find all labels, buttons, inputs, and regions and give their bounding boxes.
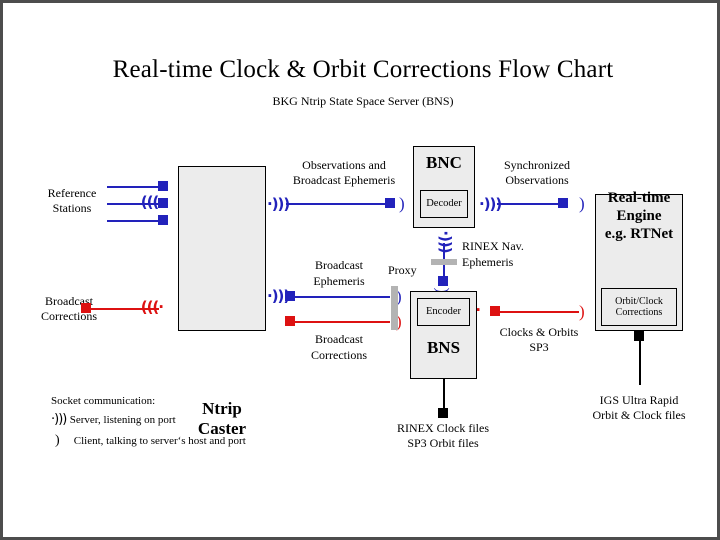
arrow-broadcast-corrections-mid-head [285,316,295,326]
page-title: Real-time Clock & Orbit Corrections Flow… [112,56,614,83]
arrow-ref-station-3-head [158,215,168,225]
label-rinex-nav-line1: RINEX Nav. [462,239,524,253]
arrow-clocks-orbits-line [500,311,579,313]
arrow-synchronized-head [558,198,568,208]
arrow-broadcast-ephemeris-head [285,291,295,301]
arrow-ref-station-3-line [107,220,159,222]
box-bnc-label: BNC [426,153,462,172]
label-synchronized-line1: Synchronized [504,158,570,172]
arrow-ref-station-1-line [107,186,159,188]
box-ntrip-caster-label-line1: Ntrip [202,399,242,418]
legend-client-text: Client, talking to server‘s host and por… [73,435,246,448]
arrow-observations-head [385,198,395,208]
server-socket-icon-caster-right-upper: ·))) [267,195,290,213]
arrow-broadcast-ephemeris-line [295,296,390,298]
box-rte-label-line1: Real-time [607,190,671,206]
server-socket-icon-bnc-bottom: ·))) [436,230,455,253]
label-broadcast-corrections-mid-line1: Broadcast [315,332,363,346]
box-real-time-engine-label: Real-time Engine e.g. RTNet [595,189,683,243]
client-socket-icon-rte-left-lower: ) [579,302,585,321]
label-synchronized-line2: Observations [505,173,569,187]
label-reference-stations-line2: Stations [52,201,92,215]
arrow-observations-line [286,203,386,205]
server-socket-icon-legend: ·))) [51,412,67,428]
label-rinex-clock-files-line1: RINEX Clock files [397,421,489,435]
legend: Socket communication: ·))) Server, liste… [51,393,246,452]
arrow-rinex-clock-files-line [443,379,445,411]
label-reference-stations-line1: Reference [47,186,97,200]
client-socket-icon-bnc-left: ) [399,194,405,213]
label-observations-line1: Observations and [302,158,386,172]
label-clocks-orbits-line1: Clocks & Orbits [499,325,579,339]
box-rte-label-line2: Engine [616,208,662,224]
arrow-broadcast-corrections-out-line [91,308,159,310]
box-orbit-clock-corrections[interactable]: Orbit/Clock Corrections [601,288,677,326]
label-broadcast-corrections-out-line2: Corrections [41,309,97,323]
label-broadcast-ephemeris-line2: Ephemeris [313,274,365,288]
box-encoder[interactable]: Encoder [417,298,470,326]
proxy-bar-vertical [431,259,457,265]
legend-row-server: ·))) Server, listening on port [51,410,246,430]
arrow-rinex-nav-head [438,276,448,286]
arrow-broadcast-corrections-mid-line [295,321,390,323]
arrow-ref-station-2-line [107,203,159,205]
label-rinex-clock-files-line2: SP3 Orbit files [407,436,479,450]
arrow-synchronized-line [497,203,559,205]
box-ntrip-caster-label: Ntrip Caster [179,399,265,440]
legend-heading: Socket communication: [51,395,156,407]
client-socket-icon-legend: ) [55,433,60,449]
label-broadcast-corrections-mid-line2: Corrections [311,348,367,362]
arrow-clocks-orbits-head [490,306,500,316]
label-igs-line1: IGS Ultra Rapid [599,393,679,407]
box-rte-label-line3: e.g. RTNet [604,226,674,242]
box-decoder[interactable]: Decoder [420,190,468,218]
proxy-bar-horizontal [391,286,398,330]
server-socket-icon-caster-left: ·))) [141,193,164,211]
label-broadcast-ephemeris-line1: Broadcast [315,258,363,272]
server-socket-icon-caster-left-lower: ·))) [141,298,164,316]
box-ntrip-caster-label-line2: Caster [197,419,247,439]
box-ntrip-caster[interactable]: Ntrip Caster [178,166,266,438]
client-socket-icon-rte-left-upper: ) [579,194,585,213]
arrow-igs-head [634,331,644,341]
arrow-broadcast-corrections-out-head [81,303,91,313]
label-observations-line2: Broadcast Ephemeris [292,173,396,187]
label-igs-line2: Orbit & Clock files [592,408,686,422]
label-proxy: Proxy [388,263,417,277]
legend-row-client: ) Client, talking to server‘s host and p… [51,430,246,452]
legend-server-text: Server, listening on port [69,414,176,427]
client-socket-icon-bns-left-upper: ) [396,287,402,306]
box-bns-label: BNS [426,338,461,357]
label-clocks-orbits-line2: SP3 [529,340,549,354]
page-subtitle: BKG Ntrip State Space Server (BNS) [272,94,454,108]
server-socket-icon-bnc-right: ·))) [479,195,502,213]
label-rinex-nav-line2: Ephemeris [462,255,514,269]
box-orbit-clock-line2: Corrections [615,307,663,318]
arrow-ref-station-2-head [158,198,168,208]
arrow-igs-line [639,341,641,385]
server-socket-icon-caster-right-mid: ·))) [267,287,290,305]
label-broadcast-corrections-out-line1: Broadcast [45,294,93,308]
arrow-rinex-clock-files-head [438,408,448,418]
arrow-ref-station-1-head [158,181,168,191]
client-socket-icon-bns-left-lower: ) [396,312,402,331]
box-orbit-clock-line1: Orbit/Clock [615,296,663,307]
